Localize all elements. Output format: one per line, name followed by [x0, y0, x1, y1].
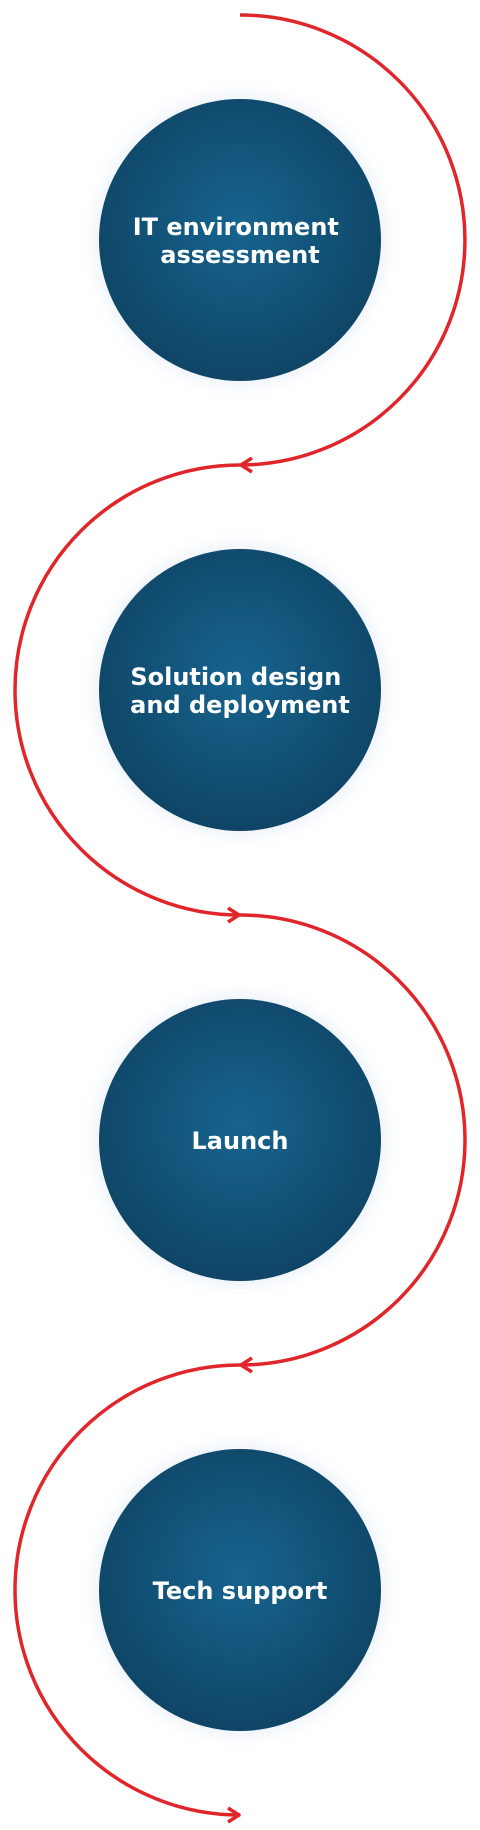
- step-label: Tech support: [153, 1577, 328, 1605]
- step-label-line: assessment: [160, 241, 319, 269]
- step-circle: [99, 549, 381, 831]
- arrowhead-left-1: [239, 456, 253, 474]
- step-label-line: Tech support: [153, 1577, 328, 1605]
- arrowhead-right-2: [227, 906, 241, 924]
- step-circle: [99, 999, 381, 1281]
- step-node-1: IT environment assessment: [75, 75, 405, 405]
- step-circle: [99, 1449, 381, 1731]
- step-node-3: Launch: [75, 975, 405, 1305]
- connector-line: [13, 13, 467, 1824]
- step-label-line: Solution design: [130, 663, 341, 691]
- connector-arc-3: [239, 913, 467, 1367]
- step-label-line: Launch: [192, 1127, 289, 1155]
- step-label-line: and deployment: [130, 691, 350, 719]
- arrowhead-right-4: [227, 1806, 241, 1824]
- step-label: Solution design and deployment: [130, 663, 350, 719]
- step-node-4: Tech support: [75, 1425, 405, 1755]
- step-label-line: IT environment: [133, 213, 339, 241]
- connector-arc-4: [13, 1363, 241, 1817]
- step-label: IT environment assessment: [133, 213, 348, 269]
- arrowhead-left-3: [239, 1356, 253, 1374]
- connector-arc-2: [13, 463, 241, 917]
- step-circle: [99, 99, 381, 381]
- step-node-2: Solution design and deployment: [75, 525, 405, 855]
- step-label: Launch: [192, 1127, 289, 1155]
- connector-arc-1: [239, 13, 467, 467]
